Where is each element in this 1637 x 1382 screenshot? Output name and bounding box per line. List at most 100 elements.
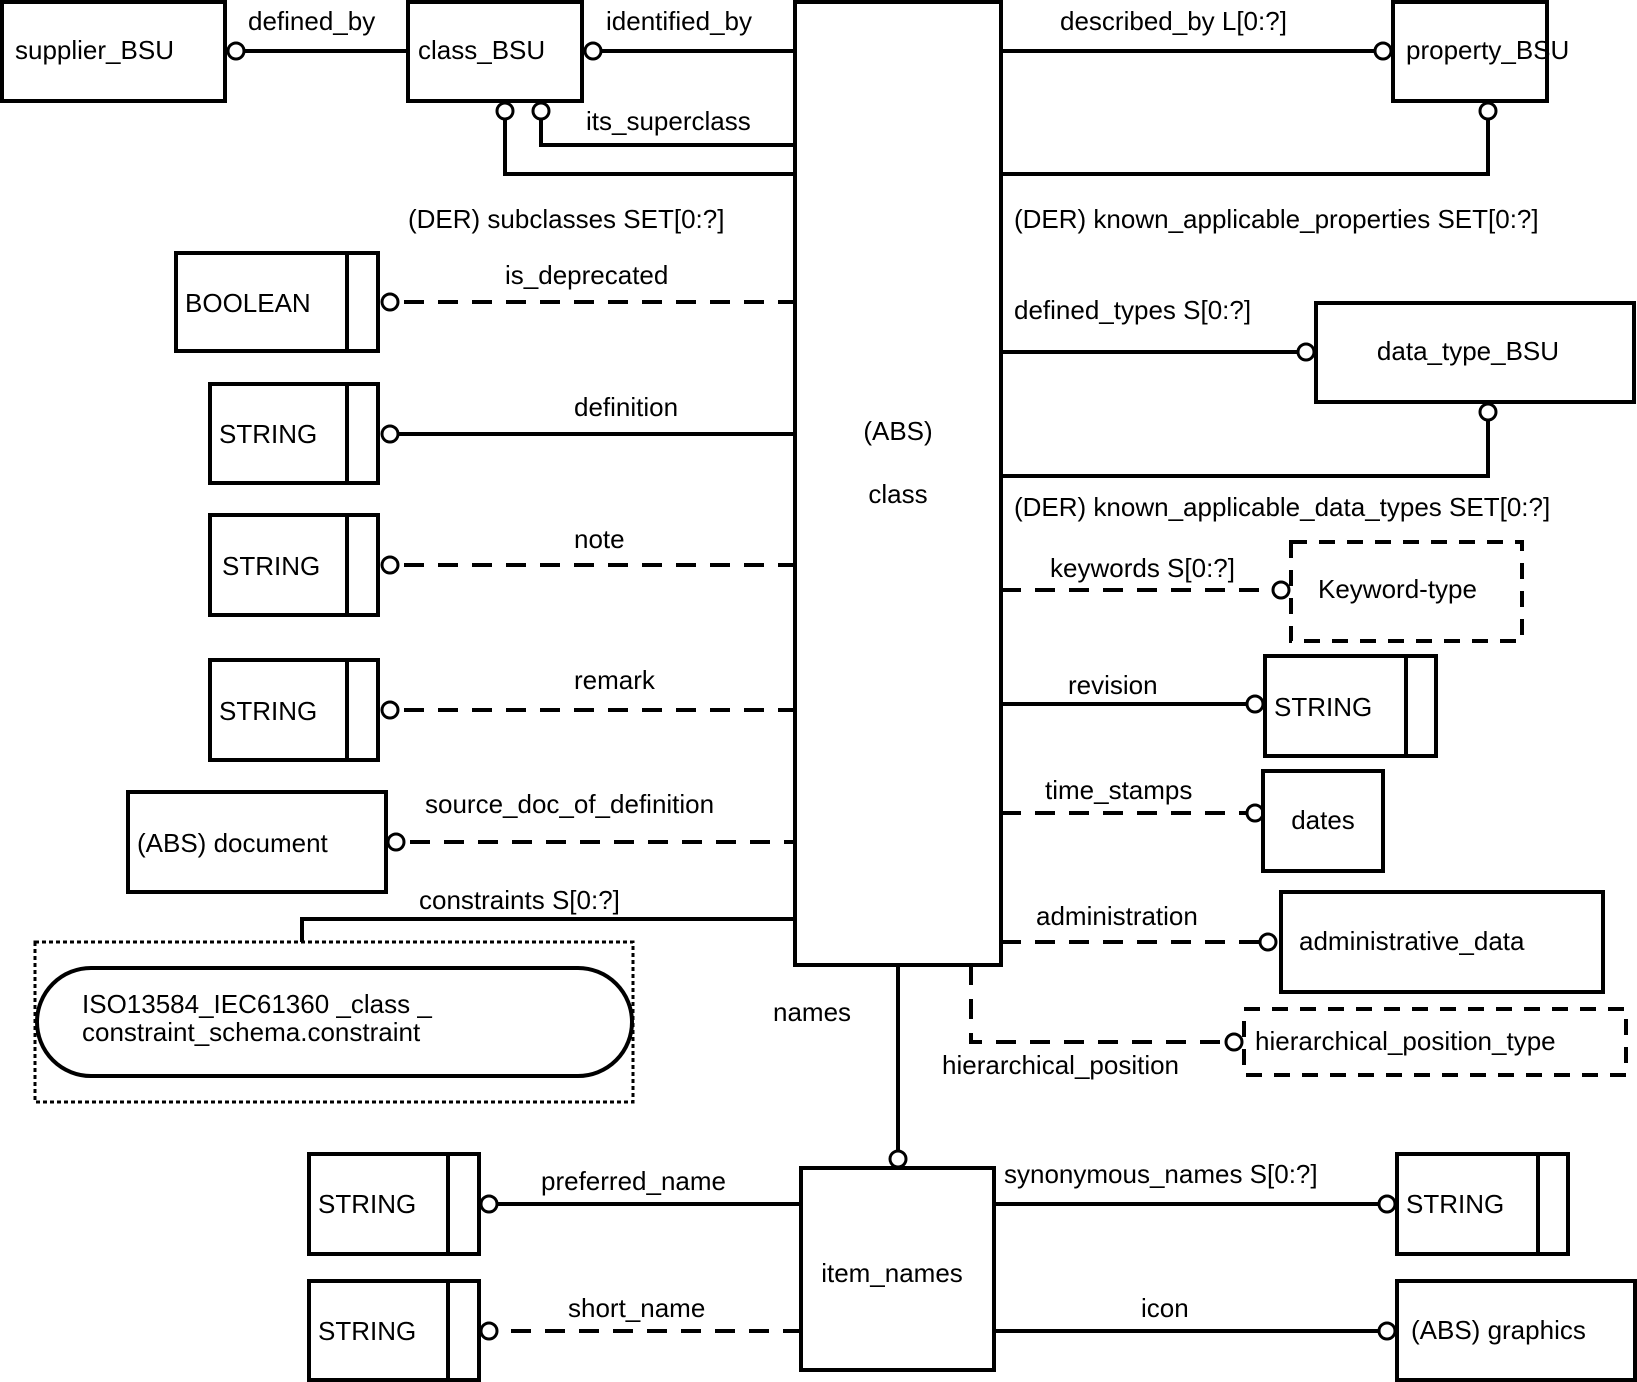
- relation-short-name-label: short_name: [568, 1293, 705, 1323]
- relation-synonymous-names-circle-icon: [1377, 1194, 1397, 1214]
- entity-string-note-label: STRING: [222, 551, 320, 581]
- relation-identified-by-circle-icon: [583, 41, 603, 61]
- relation-described-by[interactable]: described_by L[0:?]: [1001, 6, 1393, 61]
- entity-keyword-type-label: Keyword-type: [1318, 574, 1477, 604]
- relation-revision-circle-icon: [1245, 694, 1265, 714]
- relation-administration[interactable]: administration: [1001, 901, 1278, 952]
- relation-known-applicable-properties[interactable]: (DER) known_applicable_properties SET[0:…: [1001, 101, 1539, 234]
- entity-item-names-label: item_names: [821, 1258, 963, 1288]
- entity-string-synonymous[interactable]: STRING: [1395, 1152, 1570, 1256]
- relation-preferred-name-label: preferred_name: [541, 1166, 726, 1196]
- relation-is-deprecated-label: is_deprecated: [505, 260, 668, 290]
- entity-property-bsu[interactable]: property_BSU: [1391, 0, 1569, 103]
- relation-time-stamps-label: time_stamps: [1045, 775, 1192, 805]
- entity-item-names[interactable]: item_names: [799, 1166, 996, 1372]
- relation-short-name-circle-icon: [479, 1321, 499, 1341]
- relation-defined-by-label: defined_by: [248, 6, 375, 36]
- relation-defined-by[interactable]: defined_by: [226, 6, 408, 61]
- relation-subclasses-circle-icon: [495, 101, 515, 121]
- relation-described-by-circle-icon: [1373, 41, 1393, 61]
- entity-dates-label: dates: [1291, 805, 1355, 835]
- relation-administration-circle-icon: [1258, 932, 1278, 952]
- relation-source-doc-of-definition-circle-icon: [386, 832, 406, 852]
- entity-property-bsu-label: property_BSU: [1406, 35, 1569, 65]
- relation-definition[interactable]: definition: [380, 392, 795, 444]
- relation-source-doc-of-definition-label: source_doc_of_definition: [425, 789, 714, 819]
- entity-class-bsu[interactable]: class_BSU: [406, 0, 584, 103]
- relation-known-applicable-data-types[interactable]: (DER) known_applicable_data_types SET[0:…: [1001, 402, 1550, 522]
- relation-identified-by[interactable]: identified_by: [583, 6, 795, 61]
- relation-synonymous-names-label: synonymous_names S[0:?]: [1004, 1159, 1318, 1189]
- relation-source-doc-of-definition[interactable]: source_doc_of_definition: [386, 789, 795, 852]
- entity-string-short-label: STRING: [318, 1316, 416, 1346]
- relation-defined-types[interactable]: defined_types S[0:?]: [1001, 295, 1316, 362]
- relation-time-stamps-circle-icon: [1245, 803, 1265, 823]
- relation-described-by-label: described_by L[0:?]: [1060, 6, 1287, 36]
- relation-its-superclass-circle-icon: [531, 101, 551, 121]
- entity-abs-document-label: (ABS) document: [137, 828, 329, 858]
- entity-supplier-bsu-label: supplier_BSU: [15, 35, 174, 65]
- entity-string-short[interactable]: STRING: [307, 1279, 481, 1382]
- relation-hierarchical-position[interactable]: hierarchical_position: [942, 965, 1244, 1080]
- relation-its-superclass-label: its_superclass: [586, 106, 751, 136]
- relation-constraints[interactable]: constraints S[0:?]: [300, 885, 795, 942]
- relation-is-deprecated-circle-icon: [380, 292, 400, 312]
- entity-boolean[interactable]: BOOLEAN: [174, 251, 380, 353]
- relation-time-stamps[interactable]: time_stamps: [1001, 775, 1265, 823]
- relation-defined-by-circle-icon: [226, 41, 246, 61]
- entity-constraint-label-line2: constraint_schema.constraint: [82, 1017, 421, 1047]
- relation-defined-types-circle-icon: [1296, 342, 1316, 362]
- relation-keywords[interactable]: keywords S[0:?]: [1001, 553, 1291, 600]
- relation-definition-label: definition: [574, 392, 678, 422]
- relation-note[interactable]: note: [380, 524, 795, 575]
- relation-known-applicable-properties-label: (DER) known_applicable_properties SET[0:…: [1014, 204, 1539, 234]
- entity-string-revision-label: STRING: [1274, 692, 1372, 722]
- relation-short-name[interactable]: short_name: [479, 1293, 801, 1341]
- relation-is-deprecated[interactable]: is_deprecated: [380, 260, 795, 312]
- entity-abs-document[interactable]: (ABS) document: [126, 790, 388, 894]
- relation-remark-label: remark: [574, 665, 656, 695]
- entity-supplier-bsu[interactable]: supplier_BSU: [0, 0, 227, 103]
- relation-preferred-name[interactable]: preferred_name: [479, 1166, 801, 1214]
- entity-string-note[interactable]: STRING: [208, 513, 380, 617]
- relation-revision[interactable]: revision: [1001, 670, 1265, 714]
- relation-note-label: note: [574, 524, 625, 554]
- relation-hierarchical-position-circle-icon: [1224, 1032, 1244, 1052]
- relation-defined-types-label: defined_types S[0:?]: [1014, 295, 1251, 325]
- relation-subclasses-label: (DER) subclasses SET[0:?]: [408, 204, 724, 234]
- relation-icon[interactable]: icon: [994, 1293, 1397, 1341]
- entity-administrative-data-label: administrative_data: [1299, 926, 1525, 956]
- entity-string-synonymous-label: STRING: [1406, 1189, 1504, 1219]
- relation-icon-label: icon: [1141, 1293, 1189, 1323]
- entity-string-preferred[interactable]: STRING: [307, 1152, 481, 1256]
- entity-class-abs-label: (ABS): [863, 416, 932, 446]
- entity-class[interactable]: (ABS) class: [793, 0, 1003, 967]
- entity-abs-graphics[interactable]: (ABS) graphics: [1395, 1279, 1637, 1382]
- entity-data-type-bsu[interactable]: data_type_BSU: [1314, 301, 1636, 404]
- relation-synonymous-names[interactable]: synonymous_names S[0:?]: [994, 1159, 1397, 1214]
- relation-names-label: names: [773, 997, 851, 1027]
- relation-keywords-circle-icon: [1271, 580, 1291, 600]
- entity-constraint-schema-ref[interactable]: ISO13584_IEC61360 _class _ constraint_sc…: [33, 940, 635, 1104]
- relation-definition-circle-icon: [380, 424, 400, 444]
- entity-string-revision[interactable]: STRING: [1263, 654, 1438, 758]
- entity-string-remark[interactable]: STRING: [208, 658, 380, 762]
- entity-constraint-label-line1: ISO13584_IEC61360 _class _: [82, 989, 432, 1019]
- entity-hierarchical-position-type[interactable]: hierarchical_position_type: [1242, 1007, 1628, 1077]
- entity-string-definition[interactable]: STRING: [208, 382, 380, 485]
- relation-preferred-name-circle-icon: [479, 1194, 499, 1214]
- entity-dates[interactable]: dates: [1261, 769, 1385, 873]
- entity-hierarchical-position-type-label: hierarchical_position_type: [1255, 1026, 1556, 1056]
- entity-keyword-type[interactable]: Keyword-type: [1289, 540, 1524, 643]
- entity-string-preferred-label: STRING: [318, 1189, 416, 1219]
- relation-its-superclass[interactable]: its_superclass: [531, 101, 795, 147]
- relation-note-circle-icon: [380, 555, 400, 575]
- relation-remark[interactable]: remark: [380, 665, 795, 720]
- relation-administration-label: administration: [1036, 901, 1198, 931]
- entity-administrative-data[interactable]: administrative_data: [1279, 890, 1605, 994]
- relation-subclasses[interactable]: (DER) subclasses SET[0:?]: [408, 101, 795, 234]
- relation-names[interactable]: names: [773, 965, 908, 1169]
- relation-icon-circle-icon: [1377, 1321, 1397, 1341]
- entity-string-remark-label: STRING: [219, 696, 317, 726]
